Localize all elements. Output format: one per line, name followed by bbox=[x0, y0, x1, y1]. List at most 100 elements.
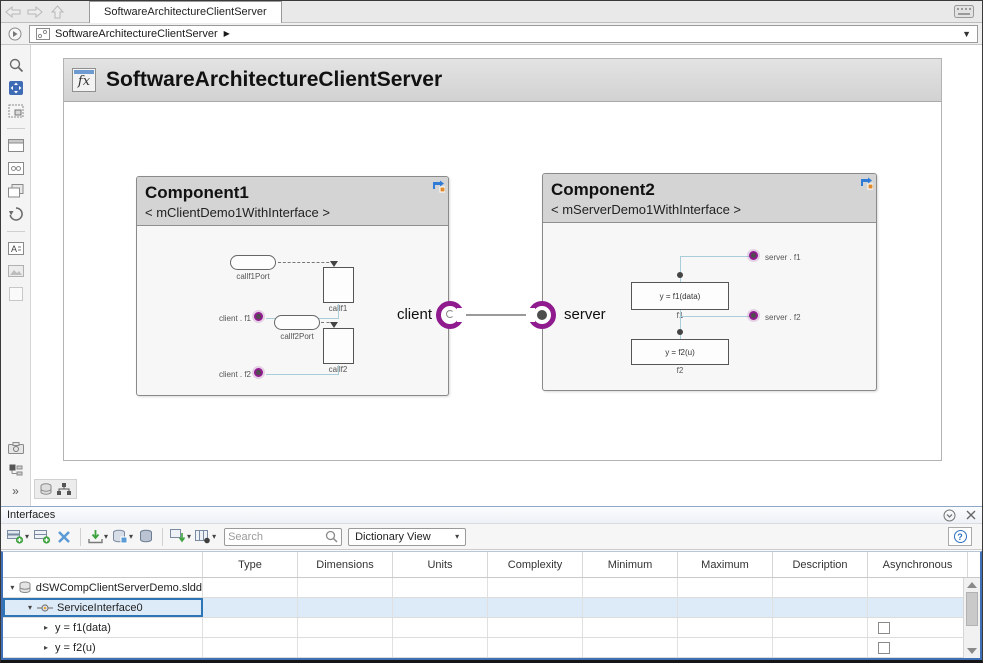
diagram-title: SoftwareArchitectureClientServer bbox=[106, 68, 443, 91]
expand-caret-icon[interactable]: ▾ bbox=[10, 583, 15, 592]
tab-softwarearchitectureclientserver[interactable]: SoftwareArchitectureClientServer bbox=[89, 1, 282, 23]
import-reference-button[interactable]: ▾ bbox=[168, 527, 193, 547]
view-selector-value: Dictionary View bbox=[355, 530, 431, 543]
breadcrumb-expand-arrow[interactable]: ▶ bbox=[223, 29, 230, 38]
search-field[interactable] bbox=[224, 527, 343, 546]
component2-block[interactable]: Component2 < mServerDemo1WithInterface >… bbox=[542, 173, 877, 391]
component1-model-ref: < mClientDemo1WithInterface > bbox=[145, 205, 330, 220]
callf2port-oval[interactable] bbox=[274, 315, 320, 330]
scrollbar-thumb[interactable] bbox=[966, 592, 978, 626]
interfaces-panel-title: Interfaces bbox=[7, 509, 56, 521]
library-link-icon[interactable] bbox=[6, 181, 26, 201]
server-f2-port[interactable] bbox=[749, 311, 758, 320]
zoom-icon[interactable] bbox=[6, 55, 26, 75]
server-port[interactable] bbox=[526, 301, 556, 329]
fit-to-view-icon[interactable] bbox=[6, 78, 26, 98]
add-interface-button[interactable]: ▾ bbox=[5, 527, 31, 547]
save-dictionary-button[interactable]: ▾ bbox=[110, 527, 135, 547]
row-label: dSWCompClientServerDemo.sldd bbox=[35, 581, 202, 594]
help-button[interactable]: ? bbox=[948, 527, 972, 546]
breadcrumb-item[interactable]: SoftwareArchitectureClientServer bbox=[55, 27, 218, 40]
blank-box-icon[interactable] bbox=[6, 284, 26, 304]
table-row-f1[interactable]: ▸ y = f1(data) bbox=[3, 618, 980, 638]
column-header-maximum[interactable]: Maximum bbox=[678, 552, 773, 577]
client-f1-port[interactable] bbox=[254, 312, 263, 321]
show-columns-button[interactable]: ▾ bbox=[193, 527, 218, 547]
callf1port-oval[interactable] bbox=[230, 255, 276, 270]
camera-icon[interactable] bbox=[6, 438, 26, 458]
asynchronous-checkbox[interactable] bbox=[878, 621, 890, 634]
explorer-toggle-button[interactable] bbox=[1, 27, 29, 41]
image-icon[interactable] bbox=[6, 261, 26, 281]
help-icon: ? bbox=[953, 530, 967, 543]
annotation-icon[interactable]: A bbox=[6, 238, 26, 258]
back-button[interactable] bbox=[3, 4, 23, 20]
capture-region-icon[interactable] bbox=[6, 101, 26, 121]
close-panel-icon[interactable] bbox=[966, 510, 976, 520]
component1-header[interactable]: Component1 < mClientDemo1WithInterface > bbox=[137, 177, 448, 226]
expand-caret-icon[interactable]: ▸ bbox=[43, 643, 48, 652]
column-header-description[interactable]: Description bbox=[773, 552, 868, 577]
scroll-up-icon[interactable] bbox=[967, 582, 977, 588]
subsystem-icon[interactable] bbox=[6, 158, 26, 178]
dropdown-arrow-icon: ▾ bbox=[455, 532, 460, 541]
hierarchy-view-tab[interactable] bbox=[56, 482, 72, 496]
minimize-panel-icon[interactable] bbox=[943, 509, 956, 522]
view-selector-dropdown[interactable]: Dictionary View ▾ bbox=[348, 527, 467, 546]
forward-button[interactable] bbox=[25, 4, 45, 20]
callf1-block[interactable] bbox=[323, 267, 354, 303]
add-element-button[interactable] bbox=[31, 527, 53, 547]
breadcrumb[interactable]: SoftwareArchitectureClientServer ▶ ▼ bbox=[29, 24, 978, 43]
client-server-connection[interactable] bbox=[457, 314, 537, 316]
client-port[interactable] bbox=[436, 301, 466, 329]
connector-junction-dot bbox=[677, 329, 683, 335]
row-label: y = f1(data) bbox=[55, 621, 111, 634]
client-f2-port[interactable] bbox=[254, 368, 263, 377]
column-header-minimum[interactable]: Minimum bbox=[583, 552, 678, 577]
table-vertical-scrollbar[interactable] bbox=[963, 578, 980, 658]
back-arrow-icon bbox=[5, 5, 21, 18]
circle-arrow-icon bbox=[8, 27, 22, 40]
expand-caret-icon[interactable]: ▸ bbox=[43, 623, 48, 632]
palette-expander[interactable]: » bbox=[12, 484, 19, 498]
tab-bar: SoftwareArchitectureClientServer bbox=[1, 1, 982, 23]
expand-caret-icon[interactable]: ▾ bbox=[27, 603, 32, 612]
table-row-dictionary[interactable]: ▾ dSWCompClientServerDemo.sldd bbox=[3, 578, 980, 598]
column-header-units[interactable]: Units bbox=[393, 552, 488, 577]
search-input[interactable] bbox=[228, 530, 326, 543]
callf1-dashed-connector bbox=[278, 262, 334, 263]
diagram-canvas[interactable]: Component1 < mClientDemo1WithInterface >… bbox=[64, 102, 941, 460]
callf2-block[interactable] bbox=[323, 328, 354, 364]
open-window-icon[interactable] bbox=[6, 135, 26, 155]
import-button[interactable]: ▾ bbox=[86, 527, 110, 547]
scroll-down-icon[interactable] bbox=[967, 648, 977, 654]
server-f2-connector-v bbox=[680, 310, 681, 339]
breadcrumb-dropdown-icon[interactable]: ▼ bbox=[962, 28, 971, 39]
data-view-tab[interactable] bbox=[39, 482, 54, 496]
open-dictionary-button[interactable] bbox=[135, 527, 157, 547]
column-header-name[interactable] bbox=[3, 552, 203, 577]
column-header-asynchronous[interactable]: Asynchronous bbox=[868, 552, 968, 577]
table-row-f2[interactable]: ▸ y = f2(u) bbox=[3, 638, 980, 658]
save-dictionary-icon bbox=[113, 529, 128, 544]
update-diagram-icon[interactable] bbox=[6, 204, 26, 224]
component1-block[interactable]: Component1 < mClientDemo1WithInterface >… bbox=[136, 176, 449, 396]
table-row-serviceinterface0[interactable]: ▾ ServiceInterface0 bbox=[3, 598, 980, 618]
interfaces-panel-header: Interfaces bbox=[1, 507, 982, 524]
up-arrow-icon bbox=[50, 4, 64, 18]
delete-button[interactable] bbox=[53, 527, 75, 547]
model-browser-icon[interactable] bbox=[6, 461, 26, 481]
column-header-type[interactable]: Type bbox=[203, 552, 298, 577]
column-header-dimensions[interactable]: Dimensions bbox=[298, 552, 393, 577]
server-f1-port[interactable] bbox=[749, 251, 758, 260]
component2-header[interactable]: Component2 < mServerDemo1WithInterface > bbox=[543, 174, 876, 223]
client-port-label: client bbox=[396, 306, 432, 323]
up-button[interactable] bbox=[47, 4, 67, 20]
column-header-complexity[interactable]: Complexity bbox=[488, 552, 583, 577]
f2-function-block[interactable]: y = f2(u) bbox=[631, 339, 729, 365]
callf2-arrowhead-icon bbox=[330, 322, 338, 328]
asynchronous-checkbox[interactable] bbox=[878, 641, 890, 654]
dropdown-arrow-icon: ▾ bbox=[187, 532, 192, 541]
f1-function-block[interactable]: y = f1(data) bbox=[631, 282, 729, 310]
keyboard-icon[interactable] bbox=[954, 5, 974, 18]
